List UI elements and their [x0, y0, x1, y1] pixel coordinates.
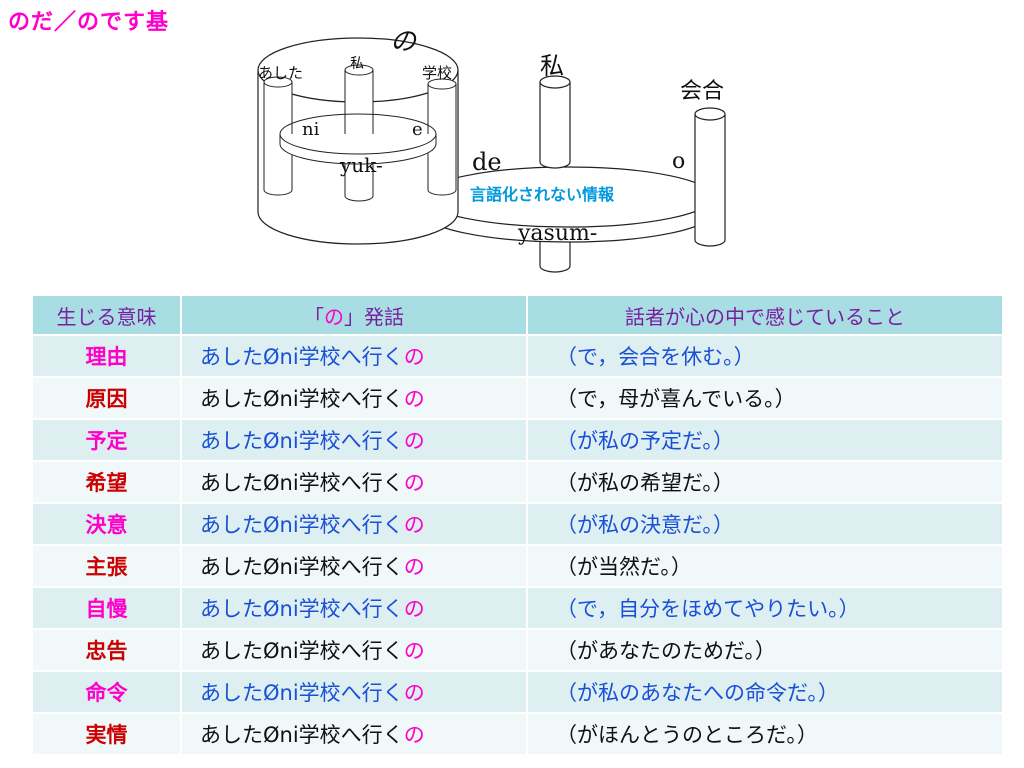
row-thought: （が私の予定だ。）: [528, 420, 1002, 462]
label-ashita: あした: [258, 64, 303, 82]
utterance-particle: の: [403, 723, 425, 747]
no-structure-diagram: の あした 私 学校 ni e yuk- 私 会合 de o 言語化されない情報…: [257, 27, 726, 273]
label-yasum: yasum-: [517, 221, 597, 246]
header-meaning: 生じる意味: [33, 296, 182, 336]
header-utterance-open: 「: [304, 304, 324, 329]
row-meaning: 理由: [33, 336, 182, 378]
utterance-text: あしたØni学校へ行く: [200, 387, 404, 411]
utterance-particle: の: [403, 513, 425, 537]
utterance-particle: の: [403, 597, 425, 621]
utterance-text: あしたØni学校へ行く: [200, 429, 404, 453]
row-utterance: あしたØni学校へ行くの: [182, 630, 528, 672]
row-utterance: あしたØni学校へ行くの: [182, 672, 528, 714]
label-de: de: [472, 148, 502, 176]
header-thought: 話者が心の中で感じていること: [528, 296, 1002, 336]
row-utterance: あしたØni学校へ行くの: [182, 378, 528, 420]
table-row: 命令 あしたØni学校へ行くの （が私のあなたへの命令だ。）: [33, 672, 1002, 714]
row-meaning: 原因: [33, 378, 182, 420]
row-meaning: 命令: [33, 672, 182, 714]
utterance-text: あしたØni学校へ行く: [200, 471, 404, 495]
header-utterance-close: 」発話: [344, 304, 404, 329]
table-row: 実情 あしたØni学校へ行くの （がほんとうのところだ。）: [33, 714, 1002, 756]
kaigo-pillar: [694, 107, 726, 247]
label-o: o: [672, 149, 685, 174]
utterance-particle: の: [403, 429, 425, 453]
table-row: 原因 あしたØni学校へ行くの （で，母が喜んでいる。）: [33, 378, 1002, 420]
row-meaning: 決意: [33, 504, 182, 546]
utterance-text: あしたØni学校へ行く: [200, 723, 404, 747]
row-utterance: あしたØni学校へ行くの: [182, 462, 528, 504]
no-cylinder: [257, 37, 459, 245]
utterance-particle: の: [403, 387, 425, 411]
table-row: 忠告 あしたØni学校へ行くの （があなたのためだ。）: [33, 630, 1002, 672]
row-meaning: 実情: [33, 714, 182, 756]
row-thought: （で，母が喜んでいる。）: [528, 378, 1002, 420]
utterance-particle: の: [403, 471, 425, 495]
label-no: の: [390, 27, 418, 57]
row-utterance: あしたØni学校へ行くの: [182, 420, 528, 462]
row-thought: （が私のあなたへの命令だ。）: [528, 672, 1002, 714]
label-yuk: yuk-: [339, 153, 383, 177]
watashi-pillar: [539, 75, 571, 169]
utterance-text: あしたØni学校へ行く: [200, 681, 404, 705]
label-kaigo: 会合: [680, 79, 724, 104]
row-thought: （で，会合を休む。）: [528, 336, 1002, 378]
utterance-particle: の: [403, 555, 425, 579]
row-utterance: あしたØni学校へ行くの: [182, 714, 528, 756]
label-watashi-small: 私: [350, 56, 364, 72]
utterance-text: あしたØni学校へ行く: [200, 555, 404, 579]
table-header-row: 生じる意味 「の」発話 話者が心の中で感じていること: [33, 296, 1002, 336]
row-utterance: あしたØni学校へ行くの: [182, 504, 528, 546]
header-utterance-no: の: [324, 304, 344, 329]
utterance-text: あしたØni学校へ行く: [200, 345, 404, 369]
table-row: 希望 あしたØni学校へ行くの （が私の希望だ。）: [33, 462, 1002, 504]
row-thought: （で，自分をほめてやりたい。）: [528, 588, 1002, 630]
row-thought: （がほんとうのところだ。）: [528, 714, 1002, 756]
label-ni: ni: [302, 119, 320, 140]
row-meaning: 自慢: [33, 588, 182, 630]
row-thought: （が当然だ。）: [528, 546, 1002, 588]
utterance-text: あしたØni学校へ行く: [200, 597, 404, 621]
row-thought: （があなたのためだ。）: [528, 630, 1002, 672]
row-meaning: 忠告: [33, 630, 182, 672]
utterance-particle: の: [403, 681, 425, 705]
label-gakko: 学校: [422, 64, 452, 82]
page-title: のだ／のです基: [8, 10, 170, 35]
table-row: 予定 あしたØni学校へ行くの （が私の予定だ。）: [33, 420, 1002, 462]
header-utterance: 「の」発話: [182, 296, 528, 336]
meaning-table: 生じる意味 「の」発話 話者が心の中で感じていること 理由 あしたØni学校へ行…: [33, 296, 1002, 756]
row-utterance: あしたØni学校へ行くの: [182, 588, 528, 630]
row-meaning: 希望: [33, 462, 182, 504]
label-unverbalized-info: 言語化されない情報: [470, 185, 615, 204]
row-thought: （が私の希望だ。）: [528, 462, 1002, 504]
row-utterance: あしたØni学校へ行くの: [182, 546, 528, 588]
utterance-text: あしたØni学校へ行く: [200, 639, 404, 663]
row-utterance: あしたØni学校へ行くの: [182, 336, 528, 378]
label-watashi-large: 私: [540, 52, 564, 80]
table-row: 主張 あしたØni学校へ行くの （が当然だ。）: [33, 546, 1002, 588]
row-meaning: 予定: [33, 420, 182, 462]
table-row: 自慢 あしたØni学校へ行くの （で，自分をほめてやりたい。）: [33, 588, 1002, 630]
row-meaning: 主張: [33, 546, 182, 588]
utterance-particle: の: [403, 345, 425, 369]
utterance-text: あしたØni学校へ行く: [200, 513, 404, 537]
table-row: 理由 あしたØni学校へ行くの （で，会合を休む。）: [33, 336, 1002, 378]
table-row: 決意 あしたØni学校へ行くの （が私の決意だ。）: [33, 504, 1002, 546]
label-e: e: [412, 119, 423, 140]
row-thought: （が私の決意だ。）: [528, 504, 1002, 546]
utterance-particle: の: [403, 639, 425, 663]
